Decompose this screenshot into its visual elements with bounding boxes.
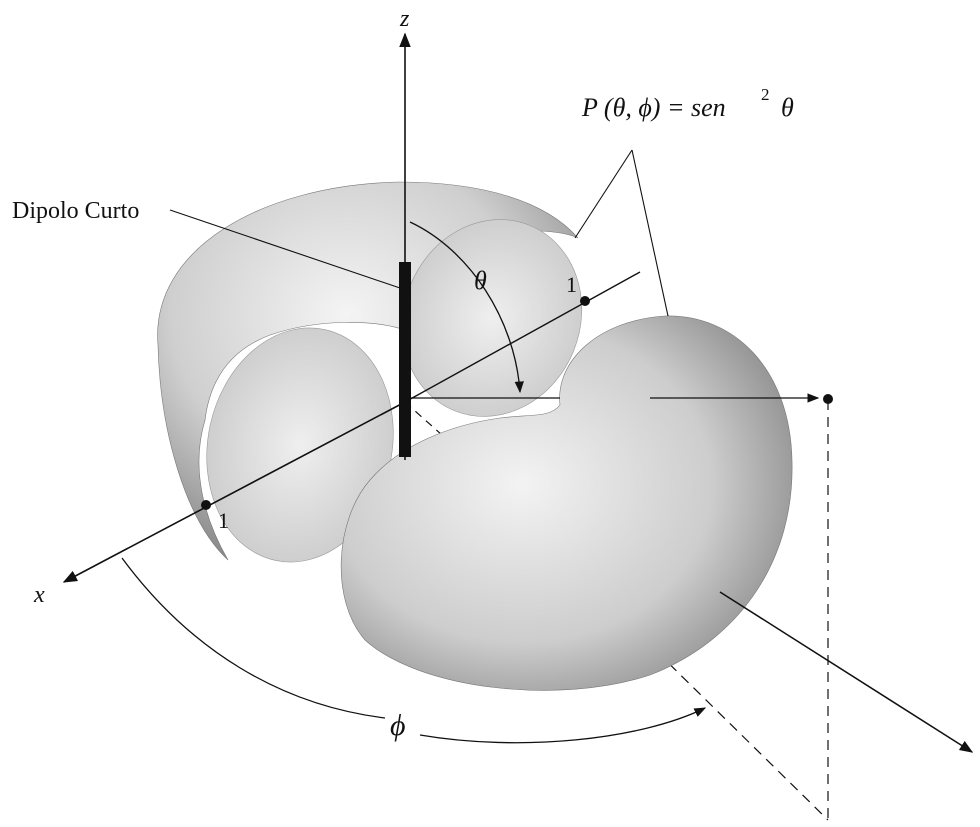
formula-variable: θ (781, 93, 794, 122)
pattern-leader-1 (574, 149, 633, 239)
dipole-label: Dipolo Curto (12, 198, 139, 224)
dipole-leader (169, 209, 401, 289)
pattern-formula: P (θ, ϕ) = sen 2 θ (581, 85, 794, 122)
direction-line (719, 591, 974, 753)
theta-arc (409, 221, 524, 394)
unit-point-y (580, 296, 590, 306)
z-axis-label: z (399, 6, 410, 32)
front-lobe (340, 315, 793, 691)
x-axis (62, 401, 406, 583)
x-axis-label: x (33, 582, 45, 608)
unit-point-x (201, 500, 211, 510)
phi-arc (121, 557, 386, 719)
phi-arc-2 (419, 707, 707, 744)
short-dipole (399, 262, 411, 457)
unit-label-x: 1 (218, 508, 229, 533)
phi-label: ϕ (390, 709, 406, 742)
unit-label-y: 1 (566, 272, 577, 297)
direction-point (823, 394, 833, 404)
projection-dashed-line (644, 639, 829, 821)
y-axis (404, 271, 641, 403)
formula-lhs: P (θ, ϕ) = sen (581, 93, 726, 122)
formula-exponent: 2 (761, 85, 770, 104)
theta-label: θ (474, 266, 487, 295)
pattern-leader-2 (631, 149, 669, 317)
